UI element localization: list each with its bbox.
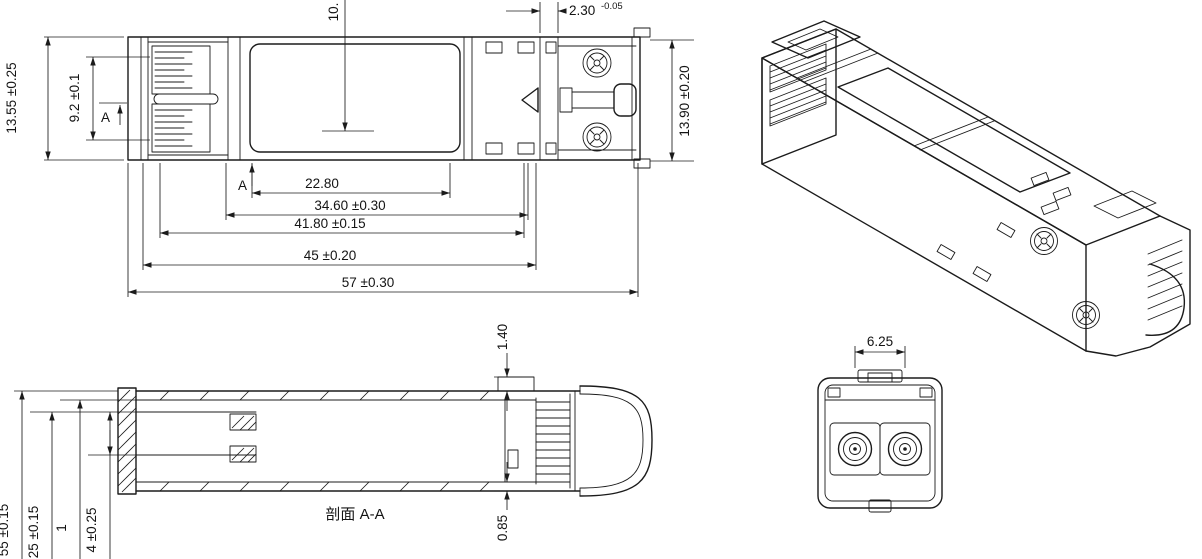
screw-top — [582, 48, 612, 78]
iso-screw-bottom — [1072, 301, 1100, 329]
iso-top-face — [761, 28, 1161, 246]
dim-width-10-text: 10. — [326, 3, 341, 22]
screw-bottom — [582, 122, 612, 152]
dim-gap-tolerance-text: -0.05 — [601, 1, 623, 12]
dim-41-80-text: 41.80 ±0.15 — [294, 216, 365, 231]
dim-width-10: 10. — [322, 0, 374, 132]
label-area — [249, 43, 461, 153]
bail-profile-outer — [579, 385, 653, 497]
lc-port-left — [837, 431, 873, 467]
iso-top-pads — [1030, 171, 1072, 216]
dim-step-height: 0.85 — [494, 462, 522, 541]
flange-hatch — [117, 389, 137, 493]
section-outline — [117, 376, 653, 497]
dim-55: 55 ±0.15 — [0, 390, 118, 559]
iso-end-face — [761, 28, 837, 165]
dim-55-text: 55 ±0.15 — [0, 504, 11, 556]
iso-screw-top — [1030, 227, 1058, 255]
dim-height-right-text: 13.90 ±0.20 — [677, 65, 692, 136]
section-letter-a2: A — [238, 178, 247, 193]
bail-handle — [613, 83, 637, 117]
dim-gap-value-text: 2.30 — [569, 3, 595, 18]
dim-height-inner: 9.2 ±0.1 — [67, 56, 150, 141]
dim-25-text: 25 ±0.15 — [26, 506, 41, 558]
latch-pointer — [521, 87, 539, 113]
bail-profile-inner — [579, 393, 644, 489]
dim-41-80: 41.80 ±0.15 — [159, 163, 525, 238]
dim-57: 57 ±0.30 — [127, 163, 639, 297]
section-view: 1.40 0.85 55 ±0.15 25 ±0.15 1 4 ±0. — [0, 324, 653, 559]
wall-hatch — [159, 390, 490, 492]
dim-tab-height-text: 1.40 — [495, 324, 510, 350]
dim-1-text: 1 — [54, 524, 69, 532]
dim-4-text: 4 ±0.25 — [84, 508, 99, 553]
top-view-outline — [127, 27, 651, 169]
dim-height-left-text: 13.55 ±0.25 — [4, 62, 19, 133]
dim-45: 45 ±0.20 — [142, 163, 537, 270]
front-view: 6.25 — [817, 334, 943, 513]
spring-comb — [535, 393, 571, 489]
dim-tab-height: 1.40 — [494, 324, 522, 411]
dim-57-text: 57 ±0.30 — [342, 275, 394, 290]
top-view: 13.55 ±0.25 9.2 ±0.1 13.90 ±0.20 10. 2.3… — [4, 0, 694, 297]
section-mark-a1: A — [99, 102, 127, 125]
dim-4: 4 ±0.25 — [84, 412, 136, 559]
dim-height-right: 13.90 ±0.20 — [650, 39, 694, 162]
top-tab-profile — [497, 376, 535, 392]
iso-label-area — [837, 67, 1071, 193]
dim-port-pitch: 6.25 — [854, 334, 906, 368]
dim-height-inner-text: 9.2 ±0.1 — [67, 74, 82, 123]
dim-22-80: 22.80 — [251, 163, 451, 198]
dim-22-80-text: 22.80 — [305, 176, 339, 191]
dim-port-pitch-text: 6.25 — [867, 334, 893, 349]
front-top-tab — [857, 369, 903, 383]
dim-step-height-text: 0.85 — [495, 515, 510, 541]
dim-25: 25 ±0.15 — [26, 411, 136, 559]
iso-view — [761, 20, 1191, 357]
dim-height-left: 13.55 ±0.25 — [4, 36, 124, 161]
iso-contact-pads — [769, 43, 827, 127]
dim-gap-230: 2.30 -0.05 — [506, 1, 623, 33]
front-bottom-tab — [868, 499, 892, 513]
center-slot — [153, 93, 219, 105]
front-body-inner — [824, 384, 936, 502]
dim-34-60-text: 34.60 ±0.30 — [314, 198, 385, 213]
iso-bail — [1145, 263, 1186, 336]
dim-34-60: 34.60 ±0.30 — [225, 163, 529, 220]
section-title: 剖面 A-A — [325, 506, 384, 523]
port-contact-teeth — [154, 51, 193, 147]
iso-rear-latch — [1085, 190, 1191, 357]
iso-top-clip — [771, 20, 861, 59]
section-letter-a1: A — [101, 110, 110, 125]
section-mark-a2: A — [238, 164, 255, 193]
lc-boss-right — [879, 422, 931, 476]
front-body-outer — [817, 377, 943, 509]
dim-45-text: 45 ±0.20 — [304, 248, 356, 263]
lc-port-right — [887, 431, 923, 467]
dim-1: 1 — [54, 399, 136, 559]
iso-side-pads — [936, 222, 1016, 282]
emi-pads — [485, 41, 557, 155]
